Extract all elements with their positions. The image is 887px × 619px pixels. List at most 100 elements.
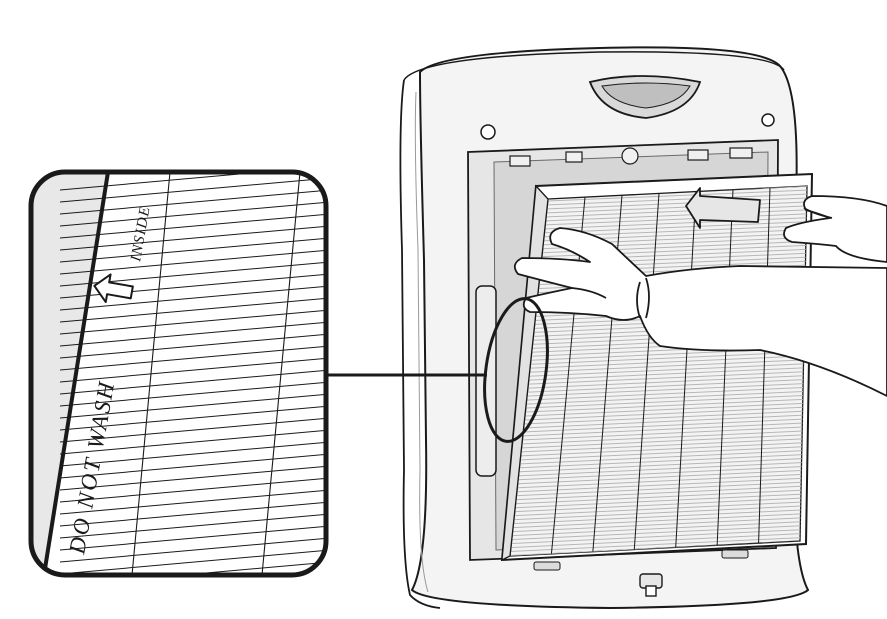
mesh-line <box>59 345 326 371</box>
mesh-line <box>510 359 807 375</box>
mesh-line <box>59 513 326 539</box>
mesh-line <box>510 426 807 442</box>
mesh-line <box>510 449 807 466</box>
mesh-line <box>510 370 807 386</box>
mesh-line <box>510 236 807 252</box>
mesh-line <box>59 477 326 503</box>
mesh-line <box>510 374 807 390</box>
zoom-mesh <box>59 172 326 575</box>
mesh-line <box>59 213 326 239</box>
mesh-line <box>59 249 326 275</box>
mesh-line <box>510 422 807 438</box>
mesh-line <box>510 382 807 398</box>
mesh-line <box>510 520 807 537</box>
mesh-line <box>59 201 326 227</box>
mesh-line <box>510 189 807 204</box>
mesh-line <box>59 501 326 527</box>
mesh-line <box>59 549 326 575</box>
mesh-line <box>510 516 807 533</box>
mesh-line <box>675 191 697 548</box>
mesh-line <box>510 528 807 545</box>
mesh-line <box>510 398 807 414</box>
mesh-line <box>510 441 807 458</box>
mesh-line <box>510 363 807 378</box>
mesh-line <box>59 357 326 383</box>
outline-arrow-up-icon <box>93 273 134 304</box>
foot-right <box>721 549 749 559</box>
screw-left <box>480 124 496 140</box>
mesh-line <box>510 430 807 446</box>
label-edge-line <box>42 172 110 575</box>
mesh-line <box>510 355 807 371</box>
mesh-line <box>59 405 326 431</box>
mesh-line <box>510 453 807 470</box>
mesh-line <box>510 437 807 454</box>
mesh-line <box>633 193 660 550</box>
mesh-line <box>59 489 326 515</box>
mesh-line <box>59 393 326 419</box>
mesh-line <box>510 414 807 430</box>
mesh-line <box>510 394 807 410</box>
mesh-line <box>59 285 326 311</box>
mesh-line <box>59 237 326 263</box>
zoom-inset: INSIDE DO NOT WASH <box>28 169 329 578</box>
mesh-line <box>59 177 326 203</box>
mesh-line <box>510 445 807 462</box>
callout-ellipse <box>483 297 549 443</box>
mesh-line <box>59 417 326 443</box>
mesh-line <box>59 297 326 323</box>
drain-knob-icon[interactable] <box>639 573 663 597</box>
mesh-line <box>59 381 326 407</box>
mesh-line <box>510 461 807 478</box>
label-strip <box>46 172 172 575</box>
housing-left-edge <box>399 79 441 609</box>
mesh-line <box>510 193 807 208</box>
mesh-line <box>59 369 326 395</box>
mesh-line <box>510 410 807 426</box>
mesh-line <box>510 366 807 382</box>
mesh-line <box>510 473 807 490</box>
mesh-line <box>550 197 586 554</box>
mesh-line <box>510 465 807 482</box>
mesh-line <box>510 240 807 256</box>
mesh-line <box>510 469 807 486</box>
housing-inner-left <box>414 91 429 593</box>
mesh-line <box>510 434 807 450</box>
right-hand <box>783 195 887 263</box>
mesh-line <box>758 187 771 544</box>
grip-handle-icon[interactable] <box>588 75 702 119</box>
mesh-line <box>59 172 326 191</box>
screw-right <box>761 113 775 127</box>
left-hand <box>513 227 887 397</box>
mesh-line <box>59 333 326 359</box>
mesh-line <box>59 429 326 455</box>
mesh-line <box>510 386 807 402</box>
mesh-line <box>59 189 326 215</box>
mesh-line <box>510 213 807 228</box>
mesh-line <box>510 477 807 494</box>
mesh-line <box>510 457 807 474</box>
mesh-line <box>716 189 734 546</box>
mesh-line <box>510 406 807 422</box>
mesh-line <box>510 512 807 529</box>
mesh-line <box>59 465 326 491</box>
mesh-line <box>131 172 171 575</box>
mesh-line <box>510 390 807 406</box>
cavity-latches <box>509 147 753 167</box>
mesh-line <box>59 537 326 563</box>
mesh-line <box>510 209 807 224</box>
mesh-line <box>59 525 326 551</box>
mesh-line <box>261 172 301 575</box>
foot-left <box>533 561 561 571</box>
mesh-line <box>510 402 807 418</box>
mesh-line <box>510 378 807 394</box>
housing-rim <box>403 51 785 81</box>
insert-direction-arrow-icon <box>685 187 761 229</box>
mesh-line <box>510 351 807 367</box>
mesh-line <box>59 453 326 479</box>
zoom-border <box>28 169 329 578</box>
mesh-line <box>510 217 807 232</box>
mesh-line <box>59 441 326 467</box>
